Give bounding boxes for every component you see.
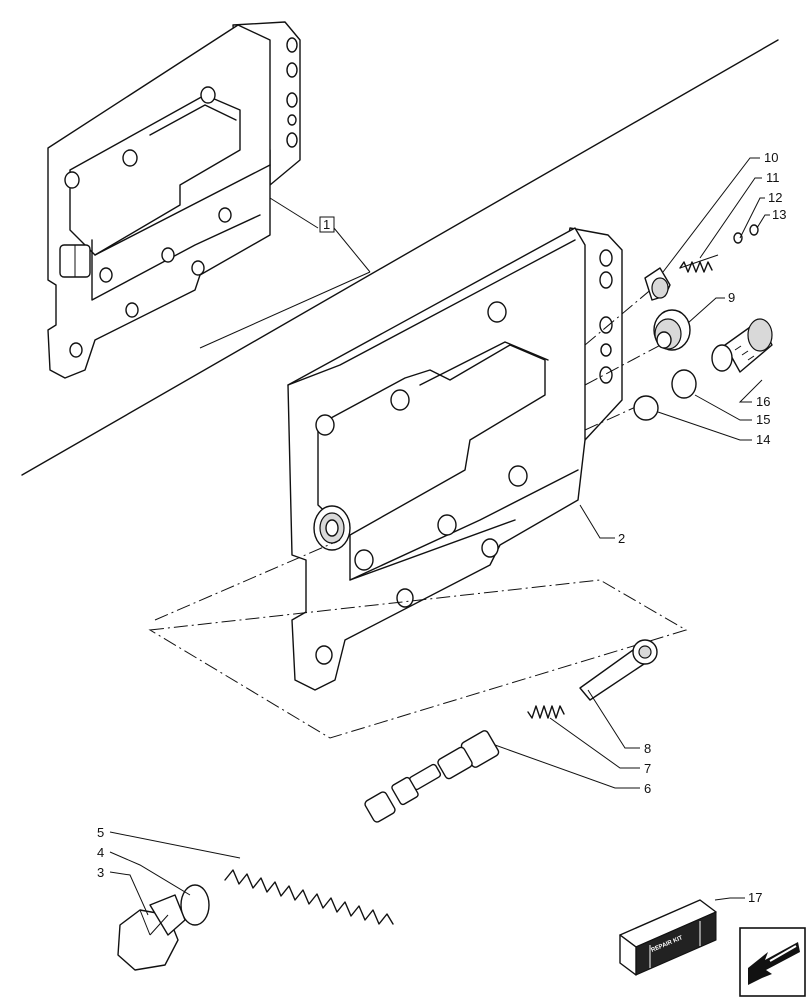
valve-body-plate xyxy=(287,227,623,691)
leader-lines xyxy=(109,157,770,916)
assembly-boundary-dashed xyxy=(148,579,688,739)
callout-2[interactable]: 2 xyxy=(618,531,625,546)
callout-16[interactable]: 16 xyxy=(756,394,770,409)
callout-3[interactable]: 3 xyxy=(97,865,104,880)
callout-4[interactable]: 4 xyxy=(97,845,104,860)
cover-assembly-top xyxy=(47,21,301,379)
callout-14[interactable]: 14 xyxy=(756,432,770,447)
callout-11[interactable]: 11 xyxy=(766,170,780,185)
callout-1[interactable]: 1 xyxy=(323,217,330,232)
part-hexplug-3 xyxy=(117,894,186,971)
callout-13[interactable]: 13 xyxy=(772,207,786,222)
repair-kit-box-icon: REPAIR KIT xyxy=(619,899,717,976)
part-plug-13 xyxy=(749,224,759,236)
part-spring-5 xyxy=(224,869,394,925)
part-seat-12 xyxy=(733,232,743,244)
part-spring-7 xyxy=(527,705,565,719)
part-oring-4 xyxy=(180,884,210,926)
navigate-back-button[interactable] xyxy=(739,927,806,997)
part-stem-6 xyxy=(364,730,500,823)
callout-15[interactable]: 15 xyxy=(756,412,770,427)
callout-12[interactable]: 12 xyxy=(768,190,782,205)
part-oring-15 xyxy=(671,369,697,399)
callout-10[interactable]: 10 xyxy=(764,150,778,165)
part-cartridge-16 xyxy=(711,318,773,373)
part-spool-8 xyxy=(579,639,658,701)
part-ball-14 xyxy=(633,395,659,421)
part-insert-9 xyxy=(653,309,691,351)
callout-9[interactable]: 9 xyxy=(728,290,735,305)
callout-17[interactable]: 17 xyxy=(748,890,762,905)
callout-7[interactable]: 7 xyxy=(644,761,651,776)
part-spring-11 xyxy=(679,254,719,273)
callout-1-box xyxy=(319,216,335,233)
callout-5[interactable]: 5 xyxy=(97,825,104,840)
callout-6[interactable]: 6 xyxy=(644,781,651,796)
arrow-left-down-icon xyxy=(748,942,800,985)
callout-8[interactable]: 8 xyxy=(644,741,651,756)
part-cap-10 xyxy=(644,267,671,301)
callout-labels: 1 2 3 4 5 6 7 8 9 10 11 12 13 14 15 16 1… xyxy=(97,150,786,905)
section-divider-line xyxy=(21,39,779,476)
